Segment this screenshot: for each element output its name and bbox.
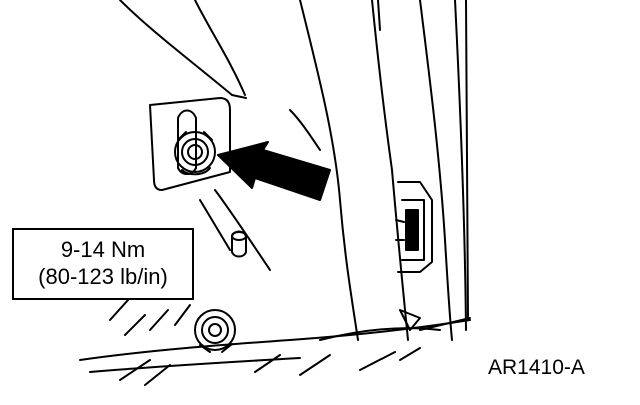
hatch-marks (109, 299, 421, 386)
torque-imperial: (80-123 lb/in) (38, 264, 168, 289)
figure-id: AR1410-A (488, 356, 585, 379)
slot (177, 109, 197, 175)
pillar-lines (199, 109, 321, 271)
bracket-plate (149, 97, 231, 191)
clip-icon (395, 181, 433, 273)
arrow-icon (217, 141, 331, 201)
door-bottom (79, 309, 471, 373)
pin (231, 230, 247, 258)
bolt-icon (174, 131, 216, 176)
torque-metric: 9-14 Nm (60, 237, 146, 262)
torque-spec-box: 9-14 Nm (80-123 lb/in) (12, 228, 194, 300)
door-pillar (119, 0, 469, 341)
